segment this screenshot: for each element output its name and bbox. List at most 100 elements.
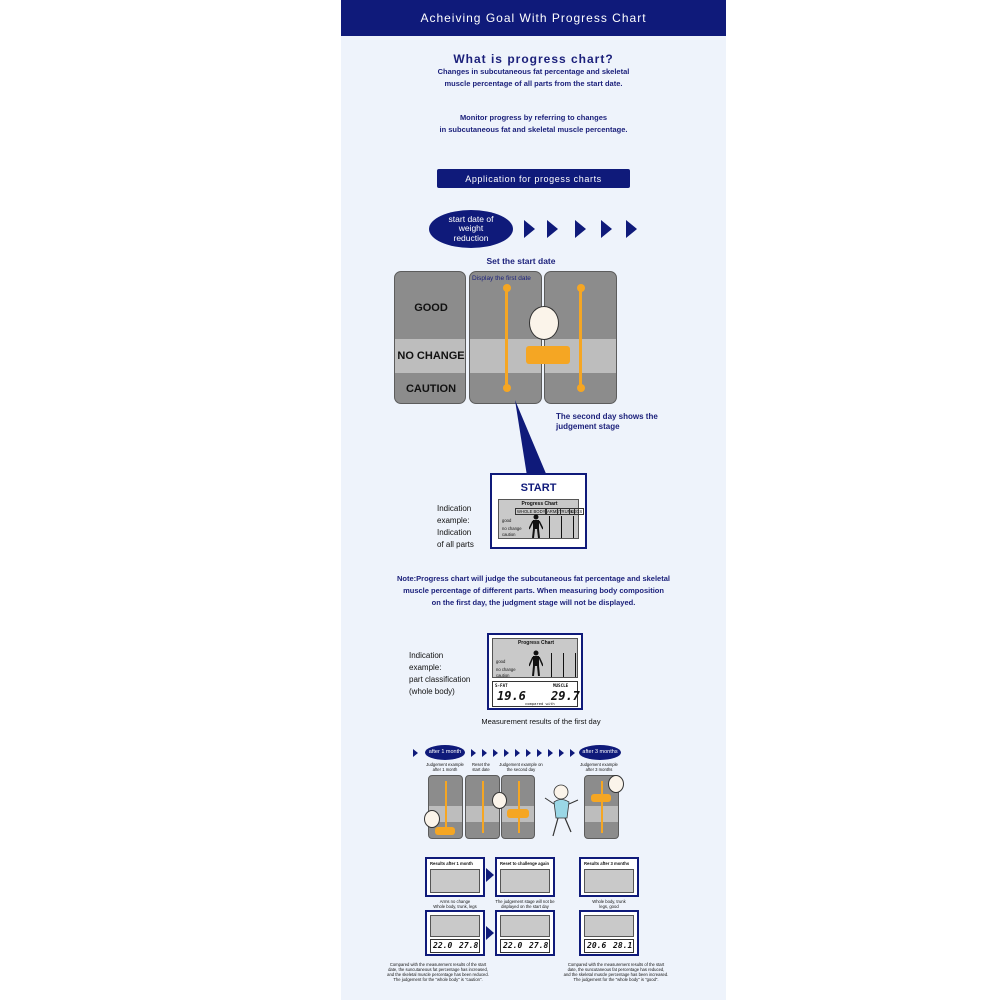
note-line-2: muscle percentage of different parts. Wh… [403,586,664,595]
second-day-line-1: The second day shows the [556,412,658,421]
chart-column [549,516,550,538]
result-after-3-months: Results after 3 months [579,857,639,897]
tag-whole-body: WHOLE BODY [515,508,548,515]
row-no-change: no change [496,667,516,672]
chevron-right-icon [486,868,494,882]
chevron-right-icon [575,220,586,238]
intro-line-1: Changes in subcutaneous fat percentage a… [437,67,630,76]
judge-3m-line-1: Judgement example [580,762,618,767]
first-day-lcd: S-FAT 19.6 MUSCLE 29.7 compared with [492,681,580,707]
detail-1-chart [430,915,480,937]
detail-after-1-month: 22.0 27.8 [425,910,485,956]
note-line-1: Note:Progress chart will judge the subcu… [397,574,670,583]
chevron-right-icon [559,749,564,757]
bottom-marker [503,384,511,392]
person-face-icon [608,775,624,793]
result-2-caption-1: The judgement stage will not be [495,899,555,904]
tag-legs: LEGS [569,508,585,515]
muscle-value: 29.7 [551,689,580,703]
range-bar [579,288,582,386]
result-1-caption-2: Whole body, trunk, legs [433,904,477,909]
detail-2-chart [500,915,550,937]
first-day-example-2: example: [409,663,442,672]
infographic-panel: Acheiving Goal With Progress Chart What … [341,0,726,1000]
range-bar [505,288,508,386]
row-good: good [496,659,506,664]
first-day-card [469,271,542,404]
result-2-caption-2: displayed on the start day [501,904,549,909]
start-date-oval: start date of weight reduction [429,210,513,248]
result-1-caption-1: Arms no change [439,899,471,904]
first-day-device: Progress Chart good no change caution S-… [487,633,583,710]
result-2-title: Reset to challenge again [500,861,550,866]
reset-line-1: Reset the [472,762,490,767]
result-3-title: Results after 3 months [584,861,630,866]
chevron-right-icon [537,749,542,757]
chevron-right-icon [493,749,498,757]
sfat-label: S-FAT [495,683,508,688]
range-bar [601,781,603,833]
intro-line-2: muscle percentage of all parts from the … [444,79,623,88]
first-day-example-4: (whole body) [409,687,455,696]
foot-left-3: and the skeletal muscle percentage has b… [387,972,489,977]
card-second-day [501,775,535,839]
application-button[interactable]: Application for progess charts [437,169,630,188]
tag-trunk: TRUNK [557,508,576,515]
detail-2-sfat: 22.0 [503,941,523,950]
chart-column [563,653,564,677]
stage-no-change: NO CHANGE [397,350,465,362]
start-oval-line-1: start date of [448,213,494,224]
start-example-line-2: example: [437,516,470,525]
card-after-3-months [584,775,619,839]
detail-1-lcd: 22.0 27.8 [430,939,480,953]
judgement-marker [591,794,611,802]
chevron-right-icon [471,749,476,757]
compare-label: compared with [525,701,555,706]
result-2-screen [500,869,550,893]
start-example-line-4: of all parts [437,540,474,549]
start-device: START Progress Chart good no change caut… [490,473,587,549]
range-bar [518,781,520,833]
person-face-icon [424,810,440,828]
chevron-right-icon [526,749,531,757]
result-reset: Reset to challenge again [495,857,555,897]
header-title: Acheiving Goal With Progress Chart [341,0,726,36]
chart-column [561,516,562,538]
foot-left-2: date, the suncutaneous fat percentage ha… [388,967,488,972]
first-day-caption: Measurement results of the first day [481,717,601,726]
foot-right-2: date, the suncutaneous fat percentage ha… [567,967,665,972]
first-day-screen: Progress Chart good no change caution [492,638,578,678]
reset-line-2: start date [472,767,490,772]
judge-1m-line-2: after 1 month [432,767,458,772]
chevron-right-icon [515,749,520,757]
first-day-example-1: Indication [409,651,444,660]
stage-good: GOOD [414,302,448,314]
result-3-caption-2: legs, good [599,904,619,909]
chart-column [573,516,574,538]
start-oval-line-2: weight [458,223,484,234]
chevron-right-icon [413,749,418,757]
callout-pointer [515,400,547,476]
monitor-line-1: Monitor progress by referring to changes [459,113,608,122]
chevron-right-icon [548,749,553,757]
result-1-title: Results after 1 month [430,861,473,866]
chevron-right-icon [486,926,494,940]
detail-3-chart [584,915,634,937]
chevron-right-icon [504,749,509,757]
chart-column [551,653,552,677]
monitor-line-2: in subcutaneous fat and skeletal muscle … [439,125,628,134]
sfat-value: 19.6 [497,689,526,703]
chevron-right-icon [601,220,612,238]
first-day-example-3: part classification [409,675,471,684]
detail-2-lcd: 22.0 27.8 [500,939,550,953]
foot-right-1: Compared with the measurement results of… [567,962,665,967]
judge-2d-line-1: Judgement example on [499,762,543,767]
no-change-band [395,339,465,373]
stage-caution: CAUTION [405,383,457,395]
start-example-line-3: Indication [437,528,472,537]
body-silhouette-icon [529,514,543,538]
range-bar [445,781,447,827]
row-caution: caution [502,532,516,537]
judge-3m-line-2: after 3 months [585,767,613,772]
judgement-marker [526,346,570,364]
